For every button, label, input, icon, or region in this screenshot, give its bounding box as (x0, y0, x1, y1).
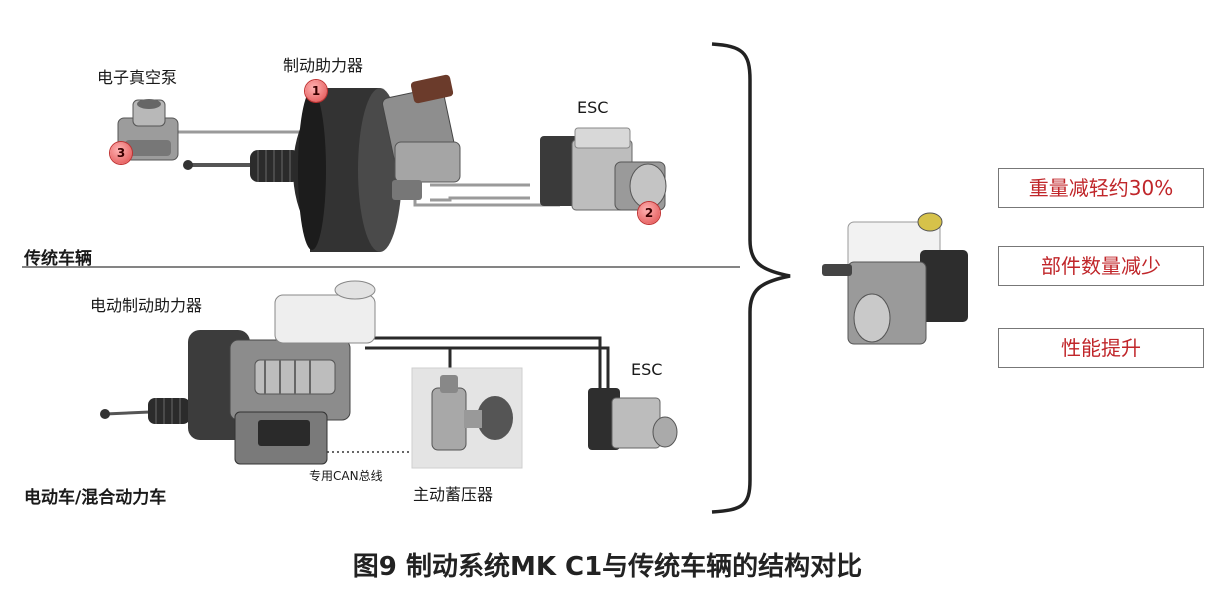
benefit-weight-reduction: 重量减轻约30% (998, 168, 1204, 208)
can-bus-label: 专用CAN总线 (309, 469, 383, 483)
benefit-fewer-parts: 部件数量减少 (998, 246, 1204, 286)
badge-1: 1 (305, 80, 327, 102)
brake-booster-icon (293, 74, 461, 252)
badge-2: 2 (638, 202, 660, 224)
electric-booster-icon (188, 280, 376, 465)
top-esc-unit-icon (540, 127, 667, 211)
electric-booster-label: 电动制动助力器 (90, 296, 203, 315)
accumulator-icon (411, 367, 523, 469)
accumulator-label: 主动蓄压器 (413, 485, 494, 504)
brake-booster-label: 制动助力器 (283, 56, 364, 75)
bottom-brake-lines (365, 336, 610, 388)
badge-3: 3 (110, 142, 132, 164)
comparison-bracket (711, 42, 791, 514)
mk-c1-unit-icon (822, 212, 968, 345)
top-esc-label: ESC (577, 98, 609, 117)
vacuum-pump-label: 电子真空泵 (97, 68, 178, 87)
can-bus-line (317, 451, 415, 458)
bottom-esc-label: ESC (631, 360, 663, 379)
vacuum-pump-icon (117, 99, 179, 161)
bottom-esc-unit-icon (588, 388, 678, 450)
electric-hybrid-vehicle-label: 电动车/混合动力车 (24, 488, 167, 508)
top-pushrod-icon (183, 150, 300, 182)
figure-caption: 图9 制动系统MK C1与传统车辆的结构对比 (352, 552, 863, 582)
bottom-pushrod-icon (100, 398, 190, 424)
benefit-performance: 性能提升 (998, 328, 1204, 368)
traditional-vehicle-label: 传统车辆 (24, 249, 92, 269)
